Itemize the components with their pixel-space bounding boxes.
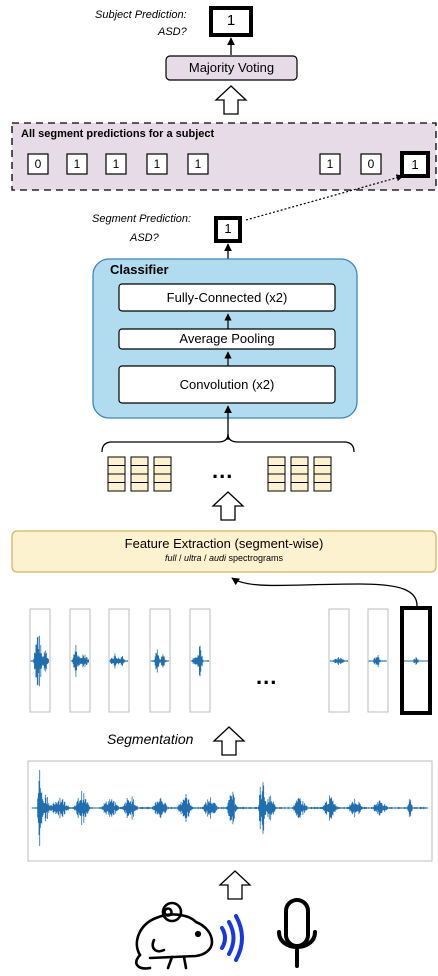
up-arrow-icon: [214, 85, 248, 115]
segment-value: 1: [326, 157, 334, 171]
segment-waveform: [368, 655, 387, 667]
segments-ellipsis: ...: [256, 664, 278, 689]
segment-value-boxes: [27, 151, 430, 178]
segment-to-extraction-curve: [231, 577, 418, 608]
raw-waveform-trace: [31, 770, 428, 846]
feature-vector: [290, 456, 309, 492]
fully-connected-box: [118, 283, 336, 312]
feature-vector: [107, 456, 126, 492]
segment-waveform: [109, 653, 128, 669]
highlighted-segment-waveform: [403, 657, 429, 665]
segment-value: 1: [73, 157, 81, 171]
majority-voting-label: Majority Voting: [188, 60, 275, 75]
segment-to-panel-connector: [245, 174, 404, 221]
up-arrow-icon: [212, 726, 246, 756]
average-pooling-label: Average Pooling: [179, 331, 275, 346]
subject-prediction-asd: ASD?: [158, 26, 187, 38]
subject-prediction-value: 1: [226, 12, 236, 29]
microphone-icon: [277, 898, 317, 968]
up-arrow-icon: [218, 870, 252, 900]
feature-extraction-subtitle: full / ultra / audi spectrograms: [164, 553, 284, 563]
segment-waveform: [30, 635, 49, 687]
segment-waveform: [329, 657, 348, 665]
average-pooling-box: [118, 328, 336, 350]
segment-prediction-box: [214, 216, 242, 243]
segment-prediction-value: 1: [224, 221, 232, 236]
subject-prediction-label: Subject Prediction:: [95, 9, 187, 21]
segment-value: 0: [367, 157, 375, 171]
feature-vector: [313, 456, 332, 492]
segment-waveform: [70, 645, 89, 677]
signal-waves-icon: [220, 914, 244, 962]
segment-value: 0: [34, 157, 42, 171]
segment-prediction-label: Segment Prediction:: [92, 213, 192, 225]
segment-prediction-asd: ASD?: [130, 232, 159, 244]
feature-extraction-box: [11, 530, 437, 573]
convolution-label: Convolution (x2): [179, 377, 275, 392]
segment-panel-title: All segment predictions for a subject: [21, 128, 215, 140]
feature-vector: [267, 456, 286, 492]
segment-value: 1: [194, 157, 202, 171]
segment-windows: [29, 608, 389, 713]
feature-extraction-title: Feature Extraction (segment-wise): [124, 536, 324, 551]
convolution-box: [118, 365, 336, 404]
highlighted-waveform-trace: [403, 657, 429, 665]
raw-waveform: [31, 770, 428, 846]
subject-prediction-box: [209, 6, 253, 37]
feature-vector: [130, 456, 149, 492]
segment-waveform: [190, 645, 209, 677]
segment-waveform: [150, 649, 169, 673]
segment-value: 1: [112, 157, 120, 171]
mouse-icon: [135, 901, 214, 970]
feature-vector: [153, 456, 172, 492]
feature-vectors: [107, 456, 332, 492]
fully-connected-label: Fully-Connected (x2): [166, 290, 288, 305]
segmentation-label: Segmentation: [107, 731, 194, 747]
features-brace: [101, 433, 355, 453]
features-ellipsis: ...: [212, 458, 234, 483]
segment-value-highlighted: 1: [411, 157, 419, 172]
classifier-title: Classifier: [110, 262, 169, 277]
segment-value: 1: [153, 157, 161, 171]
majority-voting-box: [165, 55, 298, 81]
up-arrow-icon: [211, 491, 245, 521]
